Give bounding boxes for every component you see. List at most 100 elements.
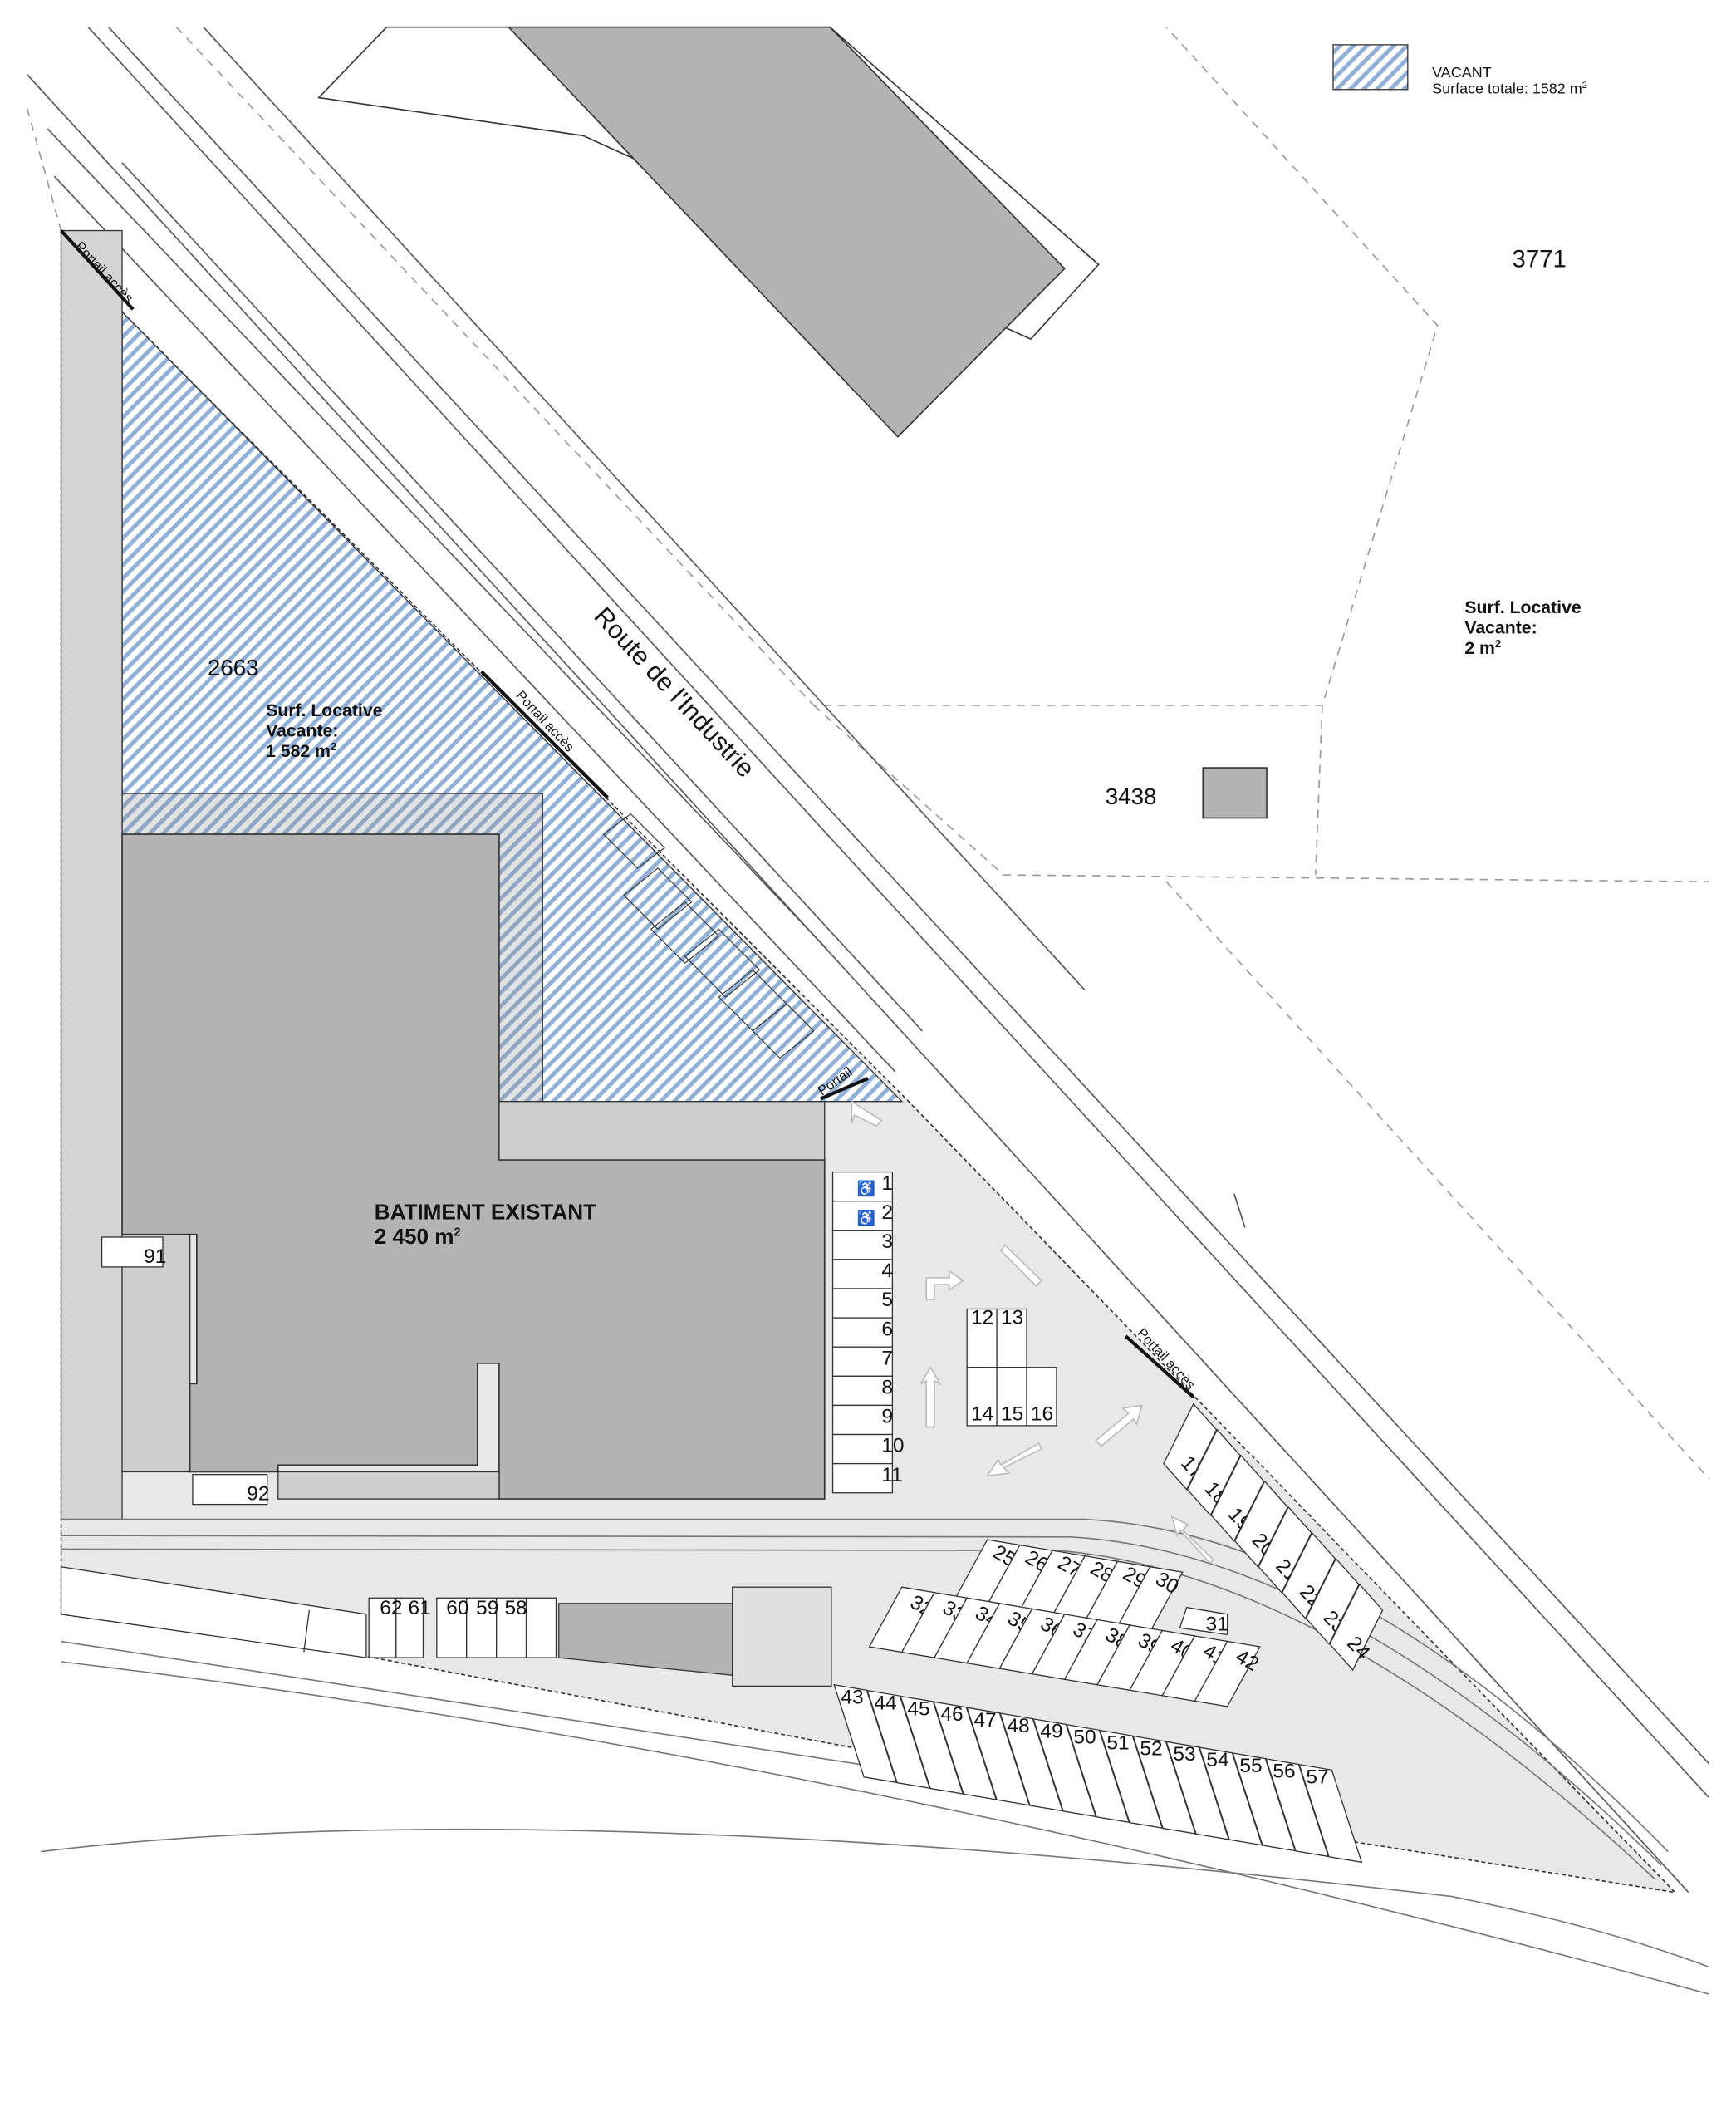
parking-number: 49 xyxy=(1040,1721,1062,1743)
parking-number: 4 xyxy=(881,1260,893,1282)
parking-space xyxy=(1199,1746,1263,1846)
parking-space xyxy=(1258,1506,1312,1594)
parking-number: 52 xyxy=(1140,1737,1162,1760)
parking-number: 45 xyxy=(907,1697,929,1720)
building-name: BATIMENT EXISTANT xyxy=(375,1200,596,1225)
parking-space xyxy=(933,1701,998,1800)
building-annex xyxy=(498,1101,826,1161)
parking-number: 7 xyxy=(881,1347,893,1369)
parking-number: 3 xyxy=(881,1231,893,1253)
parking-number: 11 xyxy=(881,1464,902,1486)
road-name: Route de l'Industrie xyxy=(588,602,760,784)
parking-number: 44 xyxy=(874,1692,896,1714)
parking-number: 50 xyxy=(1073,1727,1096,1749)
parking-space xyxy=(1163,1402,1218,1491)
parking-space xyxy=(1233,1480,1289,1568)
parking-number: 47 xyxy=(973,1709,996,1732)
parking-space xyxy=(831,1201,894,1231)
parking-space xyxy=(831,1433,894,1465)
building-area: 2 450 m2 xyxy=(375,1224,461,1249)
parking-space xyxy=(831,1230,894,1260)
svg-text:15: 15 xyxy=(1001,1402,1023,1425)
vacant-bays xyxy=(602,813,815,1059)
parking-space xyxy=(1132,1735,1197,1835)
parking-space xyxy=(1194,1640,1261,1707)
svg-text:2 m2: 2 m2 xyxy=(1464,637,1501,658)
parking-number: 46 xyxy=(940,1703,963,1726)
svg-text:Surf. Locative: Surf. Locative xyxy=(266,701,383,720)
svg-text:Vacante:: Vacante: xyxy=(1464,618,1537,637)
parking-space xyxy=(833,1683,898,1784)
svg-text:59: 59 xyxy=(476,1597,498,1619)
legend-label: VACANT xyxy=(1432,64,1491,81)
svg-text:58: 58 xyxy=(504,1597,527,1619)
parking-space xyxy=(831,1462,894,1494)
traffic-arrows xyxy=(851,1100,1215,1564)
parking-number: 48 xyxy=(1007,1715,1029,1737)
parking-number: 55 xyxy=(1239,1755,1262,1777)
parcel-3438: 3438 xyxy=(1106,784,1157,809)
vacant-strip-shade xyxy=(122,793,543,1102)
legend-swatch xyxy=(1332,44,1409,91)
parking-space xyxy=(1281,1531,1336,1619)
parking-space xyxy=(1099,1729,1164,1829)
left-strip xyxy=(60,229,123,1520)
gates xyxy=(60,229,1195,1399)
parking-space xyxy=(966,1707,1031,1806)
parking-number: 1 xyxy=(881,1172,893,1195)
svg-text:14: 14 xyxy=(971,1402,993,1425)
parking-number: 2 xyxy=(881,1201,893,1224)
parking-number: 9 xyxy=(881,1406,893,1428)
parking-space xyxy=(1232,1752,1297,1852)
parking-91 xyxy=(101,1236,164,1268)
parking-number: 8 xyxy=(881,1377,893,1399)
svg-text:61: 61 xyxy=(409,1597,431,1619)
svg-text:92: 92 xyxy=(247,1483,269,1506)
parking-31 xyxy=(1179,1606,1228,1636)
svg-text:13: 13 xyxy=(1001,1306,1023,1329)
parking-number: 57 xyxy=(1306,1766,1328,1789)
parking-space xyxy=(900,1695,964,1795)
parking-space xyxy=(831,1404,894,1436)
parking-number: 6 xyxy=(881,1318,893,1340)
building-annex-bottom xyxy=(277,1471,500,1500)
parking-space xyxy=(1066,1723,1130,1824)
road-lines xyxy=(27,27,1709,1894)
building-annex-left xyxy=(121,1234,191,1473)
parking-space xyxy=(1032,1718,1097,1818)
parcel-boundaries xyxy=(26,27,1709,1480)
lower-strip xyxy=(60,1565,367,1658)
svg-text:62: 62 xyxy=(380,1597,402,1619)
parking-number: 5 xyxy=(881,1289,893,1311)
parking-space xyxy=(1305,1557,1360,1645)
parking-space xyxy=(1186,1428,1241,1516)
parcel-3771: 3771 xyxy=(1513,246,1567,273)
parking-space xyxy=(831,1288,894,1319)
parking-92 xyxy=(192,1474,268,1506)
parking-number: 54 xyxy=(1206,1749,1228,1771)
svg-text:60: 60 xyxy=(446,1597,468,1619)
north-lot xyxy=(317,26,1100,438)
parking-space xyxy=(831,1317,894,1348)
small-building-3438 xyxy=(1202,767,1268,819)
parking-number: 56 xyxy=(1273,1761,1295,1783)
svg-text:1 582 m2: 1 582 m2 xyxy=(266,740,336,761)
svg-text:Vacante:: Vacante: xyxy=(266,722,338,741)
parking-number: 43 xyxy=(841,1687,863,1709)
parking-block xyxy=(966,1308,1057,1427)
parking-space xyxy=(866,1689,931,1789)
parking-space xyxy=(831,1375,894,1407)
svg-text:12: 12 xyxy=(971,1306,993,1329)
legend-surface: Surface totale: 1582 m2 xyxy=(1432,81,1587,97)
parcel-2663: 2663 xyxy=(208,655,259,680)
parking-number: 10 xyxy=(881,1435,904,1457)
vacant-main-label: Surf. Locative Vacante: 1 582 m2 xyxy=(266,701,383,761)
parking-space xyxy=(831,1259,894,1289)
wheelchair-icon: ♿ xyxy=(857,1209,875,1226)
vacant-small-label: Surf. Locative Vacante: 2 m2 xyxy=(1464,598,1582,658)
